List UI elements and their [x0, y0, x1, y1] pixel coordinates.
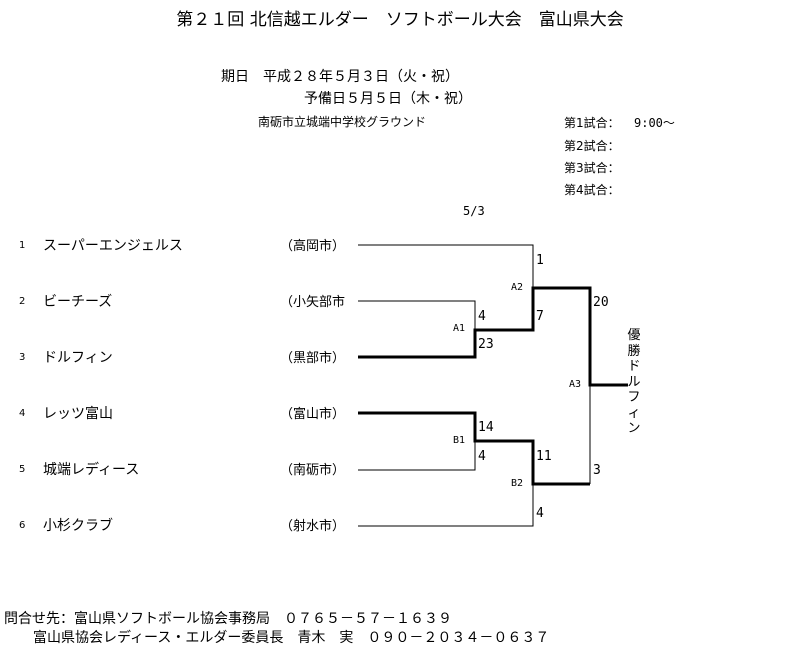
team-number: 2 — [19, 296, 26, 307]
game-1-time: 9:00～ — [634, 116, 675, 130]
score-a1-top: 4 — [478, 309, 486, 324]
bracket-date: 5/3 — [463, 204, 485, 218]
line-team2 — [358, 300, 476, 330]
line-team1 — [358, 244, 534, 288]
match-label-a3: A3 — [569, 379, 582, 390]
team-number: 4 — [19, 408, 26, 419]
page-title: 第２１回 北信越エルダー ソフトボール大会 富山県大会 — [176, 10, 624, 30]
contact-line-2: 富山県協会レディース・エルダー委員長 青木 実 ０９０－２０３４－０６３７ — [33, 630, 550, 646]
line-team5 — [358, 441, 476, 471]
score-b1-top: 14 — [478, 420, 494, 435]
team-city: （富山市） — [280, 407, 346, 422]
match-label-b1: B1 — [453, 435, 466, 446]
event-date: 期日 平成２８年５月３日（火・祝） — [221, 69, 459, 85]
team-name: スーパーエンジェルス — [43, 238, 183, 254]
score-b2-bottom: 4 — [536, 506, 544, 521]
game-1-label: 第1試合： — [564, 116, 620, 130]
score-a1-bottom: 23 — [478, 337, 494, 352]
bracket-winner-lines — [358, 286, 628, 486]
team-number: 6 — [19, 520, 26, 531]
reserve-date: 予備日５月５日（木・祝） — [304, 91, 472, 107]
team-number: 1 — [19, 240, 26, 251]
game-2-label: 第2試合： — [564, 139, 620, 153]
team-name: 城端レディース — [43, 462, 140, 478]
match-label-a1: A1 — [453, 323, 466, 334]
match-label-a2: A2 — [511, 282, 524, 293]
team-city: （南砺市） — [280, 463, 346, 478]
team-city: （射水市） — [280, 519, 346, 534]
team-number: 3 — [19, 352, 26, 363]
winner-path-lets-toyama — [358, 411, 590, 486]
score-b1-bottom: 4 — [478, 449, 486, 464]
venue: 南砺市立城端中学校グラウンド — [258, 115, 427, 129]
team-number: 5 — [19, 464, 26, 475]
score-a2-bottom: 7 — [536, 309, 544, 324]
game-4-label: 第4試合： — [564, 183, 620, 197]
winner-path-dolphin — [358, 286, 628, 387]
champion-label: 優勝ドルフィン — [627, 328, 641, 436]
team-city: （黒部市） — [280, 351, 346, 366]
game-3-label: 第3試合： — [564, 161, 620, 175]
team-name: ドルフィン — [43, 350, 113, 366]
bracket-thin-lines — [358, 244, 591, 527]
score-a3-top: 20 — [593, 295, 609, 310]
team-name: ビーチーズ — [43, 294, 113, 310]
score-a3-bottom: 3 — [593, 463, 601, 478]
line-team6 — [358, 484, 534, 527]
match-label-b2: B2 — [511, 478, 524, 489]
score-b2-top: 11 — [536, 449, 552, 464]
contact-line-1: 問合せ先：富山県ソフトボール協会事務局 ０７６５－５７－１６３９ — [4, 611, 452, 627]
team-city: （高岡市） — [280, 239, 346, 254]
score-a2-top: 1 — [536, 253, 544, 268]
team-name: 小杉クラブ — [43, 518, 113, 534]
team-city: （小矢部市 — [280, 295, 346, 310]
team-name: レッツ富山 — [43, 406, 113, 422]
